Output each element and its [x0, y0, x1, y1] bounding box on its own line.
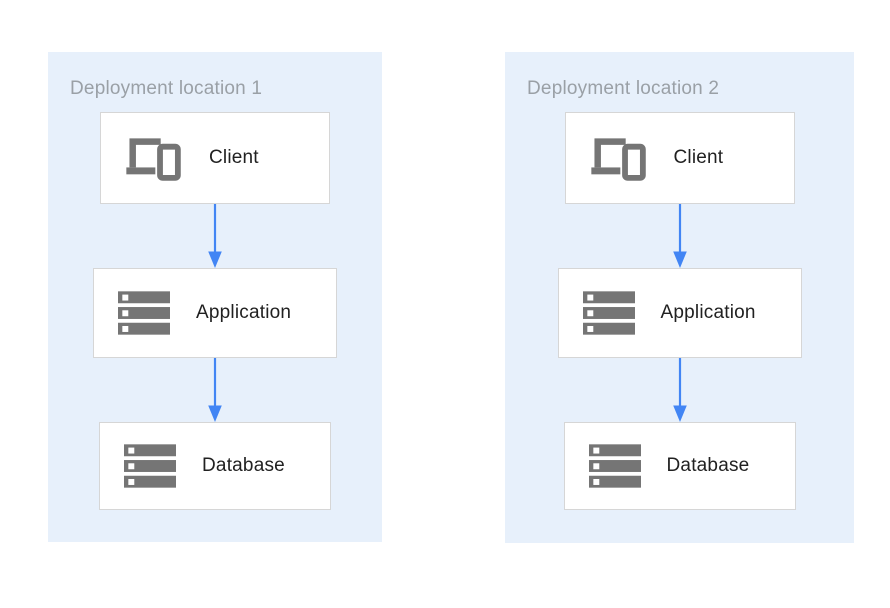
deployment-panel-2: Deployment location 2 Client [505, 52, 854, 543]
arrow-down-icon [672, 358, 687, 422]
flow-column: Client Application [505, 112, 854, 510]
node-label: Application [196, 302, 292, 323]
node-application: Application [93, 268, 337, 358]
node-database: Database [99, 422, 331, 510]
deployment-panel-1: Deployment location 1 Client [48, 52, 382, 542]
panel-title: Deployment location 2 [527, 78, 720, 99]
storage-icon [118, 291, 170, 335]
arrow-down-icon [208, 358, 222, 422]
storage-icon [124, 444, 176, 488]
node-label: Client [673, 147, 724, 168]
devices-icon [125, 135, 183, 182]
node-client: Client [100, 112, 330, 204]
storage-icon [588, 444, 641, 488]
arrow-down-icon [208, 204, 222, 268]
node-client: Client [564, 112, 795, 204]
panel-title: Deployment location 1 [70, 78, 263, 99]
flow-column: Client Application [48, 112, 382, 510]
node-label: Application [660, 302, 756, 323]
arrow-down-icon [672, 204, 687, 268]
node-label: Client [209, 147, 259, 168]
storage-icon [582, 291, 635, 335]
node-application: Application [557, 268, 802, 358]
devices-icon [590, 135, 648, 182]
node-label: Database [202, 455, 285, 476]
node-label: Database [666, 455, 750, 476]
node-database: Database [563, 422, 796, 510]
